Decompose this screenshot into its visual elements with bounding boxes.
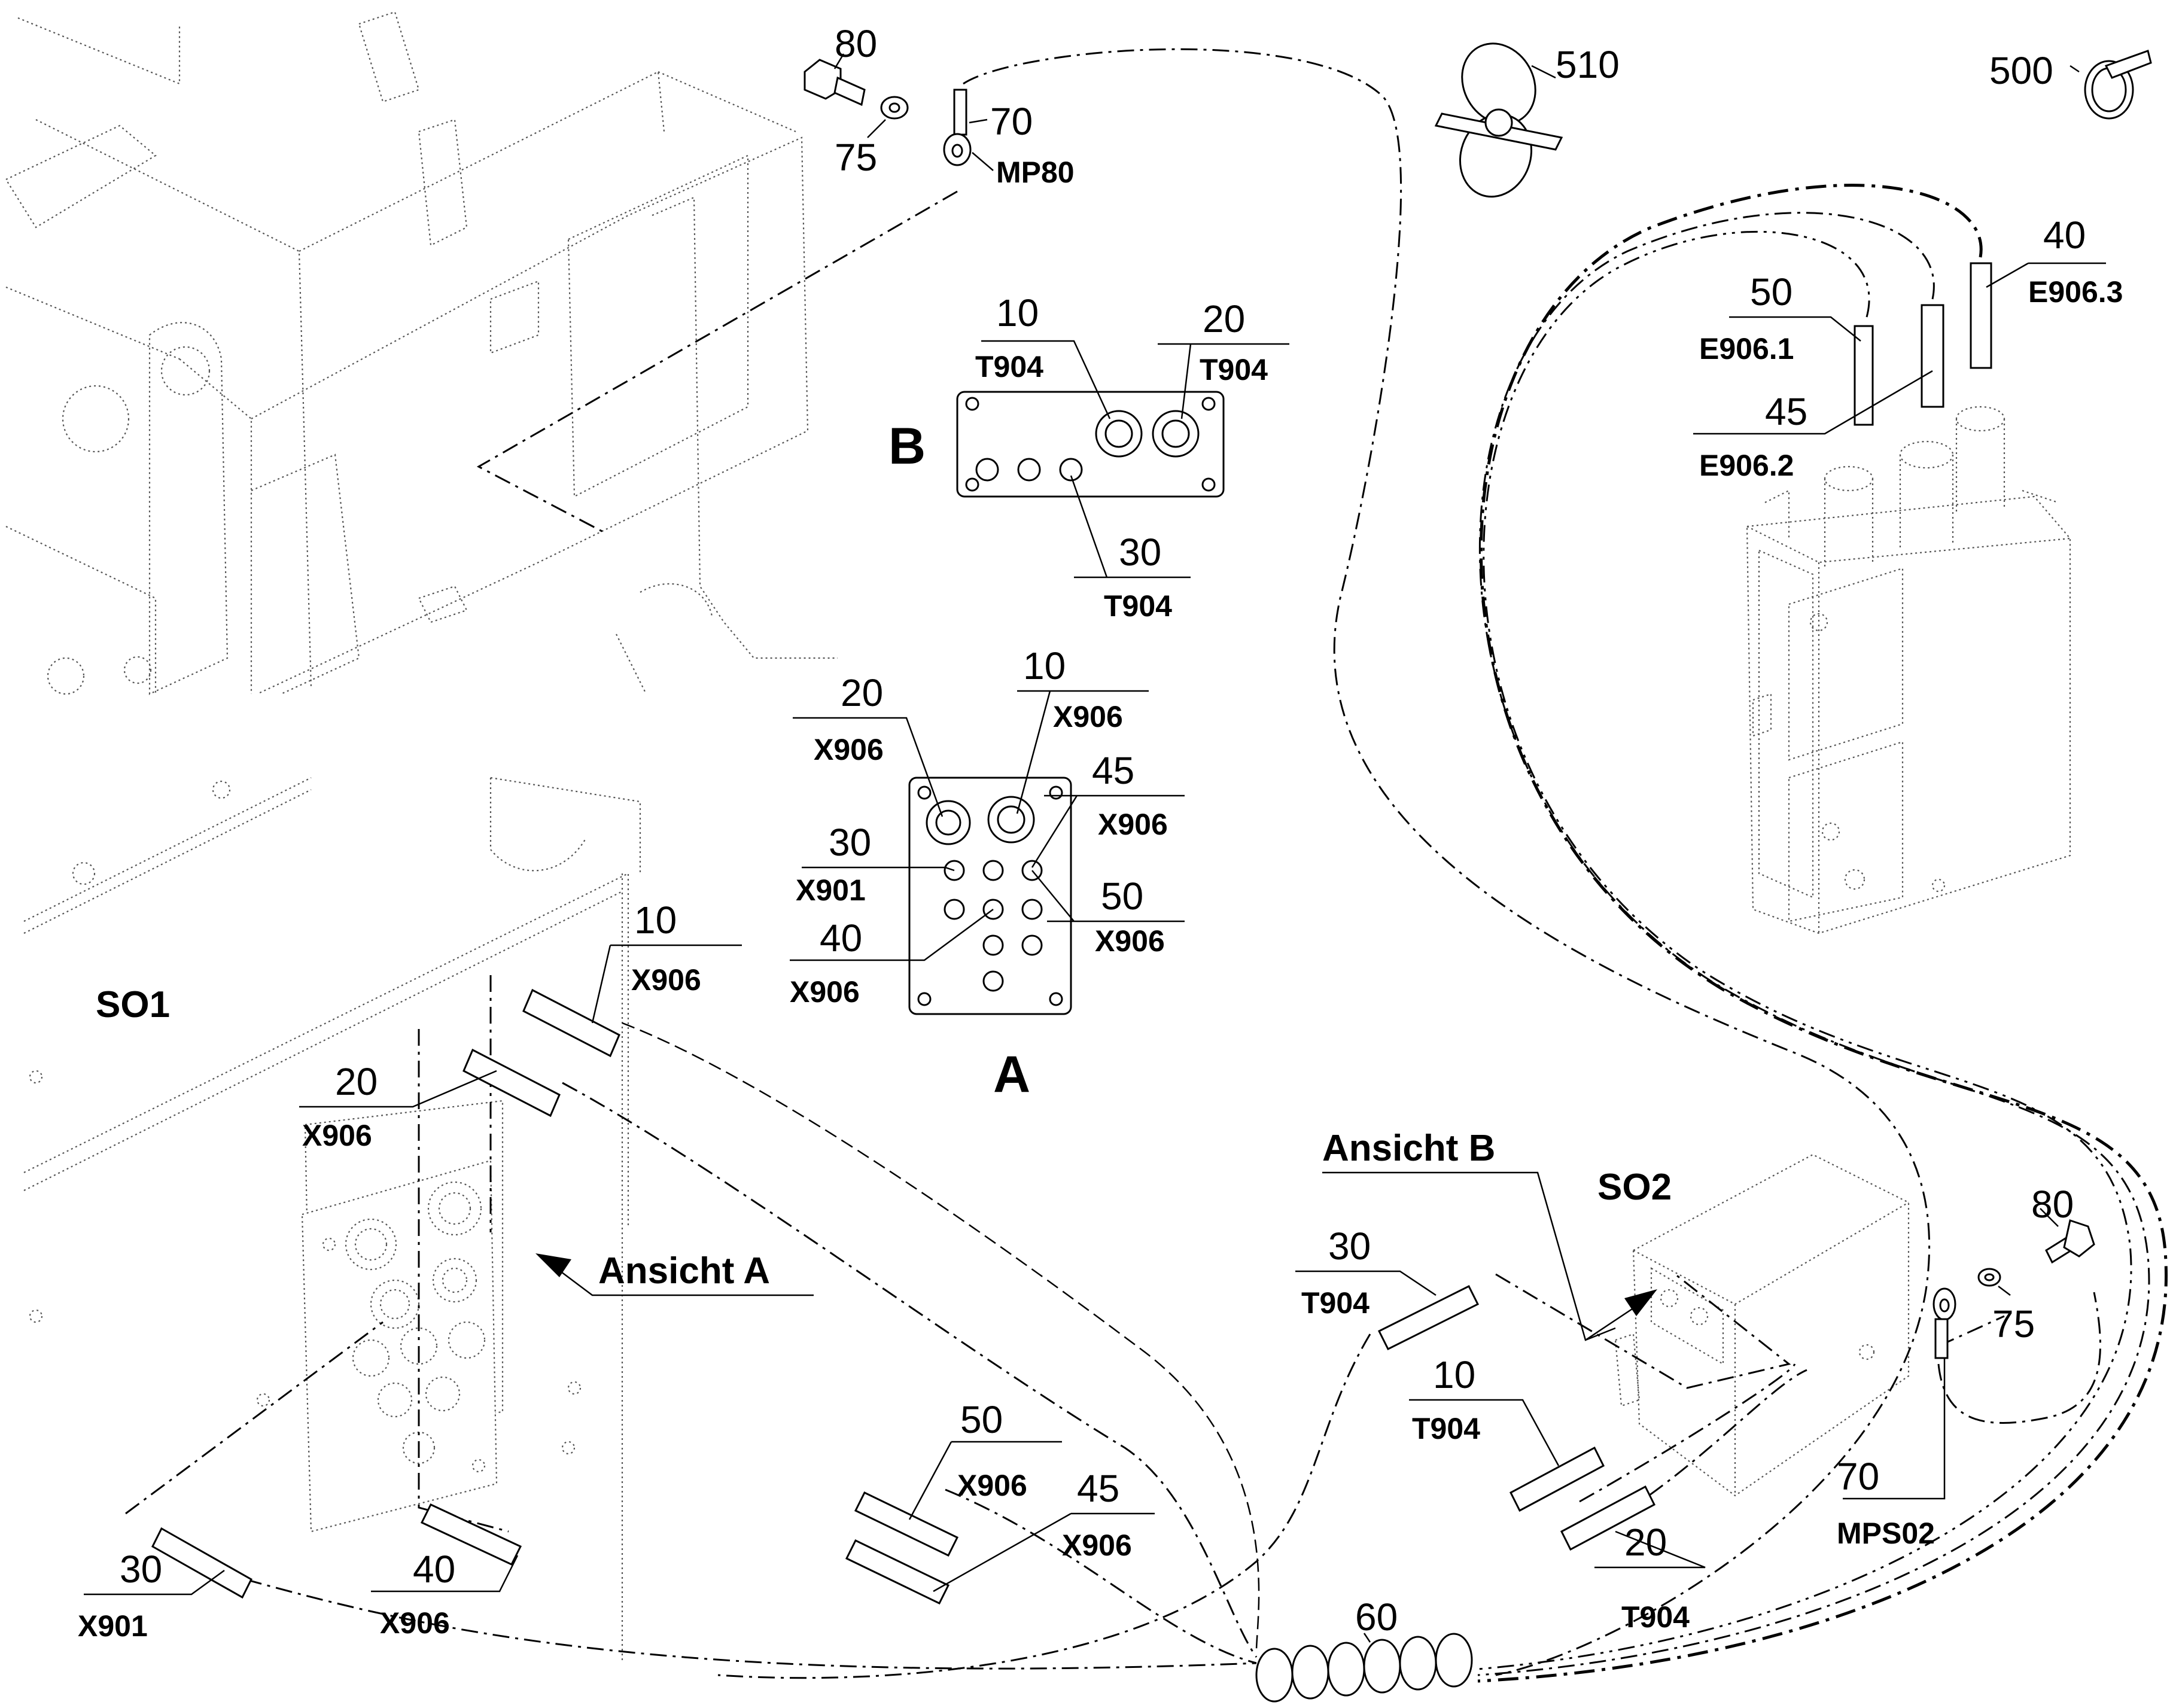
view-a-label: A [993, 1046, 1030, 1103]
cable-bundle-icon [1255, 1633, 1473, 1703]
callout-a-40: 40 [820, 917, 862, 960]
leader-lines [84, 53, 2106, 1643]
callout-e906-45: 45 [1765, 390, 1807, 433]
callout-b-10: 10 [996, 291, 1039, 334]
callout-so2-10-code: T904 [1412, 1412, 1480, 1445]
callout-a-10: 10 [1023, 644, 1066, 687]
bolt-icon [804, 59, 866, 106]
ansicht-a-label: Ansicht A [598, 1250, 770, 1292]
callout-so2-30-code: T904 [1301, 1286, 1370, 1320]
callout-e906-40-code: E906.3 [2028, 275, 2123, 309]
sleeve-so1-20 [462, 1048, 561, 1118]
so1-label: SO1 [96, 984, 170, 1025]
callout-so1-45-code: X906 [1062, 1529, 1132, 1562]
callout-b-20-code: T904 [1200, 353, 1268, 386]
callout-so1-40-code: X906 [380, 1606, 450, 1640]
callout-so1-30: 30 [120, 1548, 162, 1591]
callout-lug-70: 70 [990, 100, 1033, 143]
callout-washer-75: 75 [835, 136, 877, 179]
callout-lug-code: MP80 [996, 156, 1075, 189]
callout-a-50-code: X906 [1095, 924, 1165, 958]
callout-so2-10: 10 [1433, 1353, 1475, 1396]
callout-e906-50-code: E906.1 [1699, 332, 1794, 366]
callout-a-40-code: X906 [790, 975, 860, 1009]
sleeve-so2-30 [1377, 1284, 1480, 1351]
callout-so1-20: 20 [335, 1060, 378, 1103]
sleeve-e906-3 [1970, 262, 1992, 369]
callout-bundle-60: 60 [1355, 1596, 1398, 1639]
ansicht-b-arrow [1322, 1171, 1657, 1341]
callout-a-30-code: X901 [796, 873, 866, 907]
sleeve-so2-20 [1560, 1485, 1655, 1551]
ansicht-a-arrow [535, 1253, 814, 1296]
so2-box [1614, 1153, 1910, 1497]
callout-bolt-80-lower: 80 [2031, 1183, 2074, 1226]
callout-so1-30-code: X901 [78, 1609, 148, 1643]
machine-frame-so1 [23, 777, 641, 1663]
callout-so1-40: 40 [413, 1548, 455, 1591]
callout-so1-20-code: X906 [302, 1119, 372, 1152]
cable-lug-icon-lower [1933, 1287, 1956, 1359]
sleeve-so1-10 [522, 988, 620, 1058]
callout-b-30: 30 [1119, 531, 1161, 574]
sleeve-so1-30 [151, 1527, 252, 1599]
view-b-label: B [888, 418, 926, 475]
callout-so1-10: 10 [634, 899, 677, 942]
so2-label: SO2 [1597, 1167, 1672, 1208]
hose-clamp-icon [2084, 50, 2152, 120]
cable-tie-icon [1434, 42, 1563, 198]
callout-so1-50: 50 [960, 1398, 1003, 1441]
callout-a-20-code: X906 [814, 733, 884, 766]
sleeve-e906-1 [1854, 325, 1874, 426]
view-a-plate [908, 777, 1072, 1015]
callout-lug-70-lower: 70 [1837, 1455, 1879, 1498]
callout-e906-40: 40 [2043, 214, 2086, 257]
callout-tie-510: 510 [1556, 43, 1620, 86]
machine-frame-top-left [5, 11, 838, 695]
sleeve-so1-50 [854, 1491, 959, 1557]
sleeve-e906-2 [1921, 304, 1944, 408]
sleeve-so1-45 [845, 1539, 950, 1605]
ansicht-b-label: Ansicht B [1322, 1128, 1495, 1169]
view-b-plate [956, 391, 1225, 498]
so1-connector-plate [301, 1159, 498, 1533]
callout-b-10-code: T904 [975, 350, 1043, 383]
washer-icon-lower [1977, 1268, 2001, 1287]
callout-a-30: 30 [829, 821, 871, 864]
bolt-icon-lower [2045, 1219, 2095, 1264]
sleeve-so1-40 [420, 1503, 522, 1566]
callout-a-45-code: X906 [1098, 808, 1168, 841]
callout-a-10-code: X906 [1053, 700, 1123, 733]
callout-so1-45: 45 [1077, 1467, 1119, 1510]
sleeve-so2-10 [1510, 1446, 1605, 1512]
callout-lug-code-lower: MPS02 [1837, 1517, 1935, 1550]
callout-b-20: 20 [1203, 297, 1245, 340]
callout-so1-10-code: X906 [631, 963, 701, 997]
washer-icon [880, 96, 909, 120]
cable-lug-icon [943, 89, 972, 166]
callout-so1-50-code: X906 [957, 1469, 1027, 1502]
callout-so2-20: 20 [1624, 1521, 1667, 1564]
callout-b-30-code: T904 [1104, 589, 1172, 623]
callout-washer-75-lower: 75 [1992, 1302, 2035, 1345]
wiring-runs [125, 48, 2168, 1683]
callout-e906-50: 50 [1750, 270, 1792, 313]
callout-so2-30: 30 [1328, 1225, 1371, 1268]
callout-a-20: 20 [841, 671, 883, 714]
callout-bolt-80: 80 [835, 22, 877, 65]
callout-so2-20-code: T904 [1621, 1600, 1690, 1634]
callout-a-50: 50 [1101, 875, 1143, 918]
callout-e906-45-code: E906.2 [1699, 449, 1794, 482]
callout-a-45: 45 [1092, 749, 1134, 792]
cabinet-e906 [1746, 406, 2071, 934]
callout-clamp-500: 500 [1989, 49, 2053, 92]
